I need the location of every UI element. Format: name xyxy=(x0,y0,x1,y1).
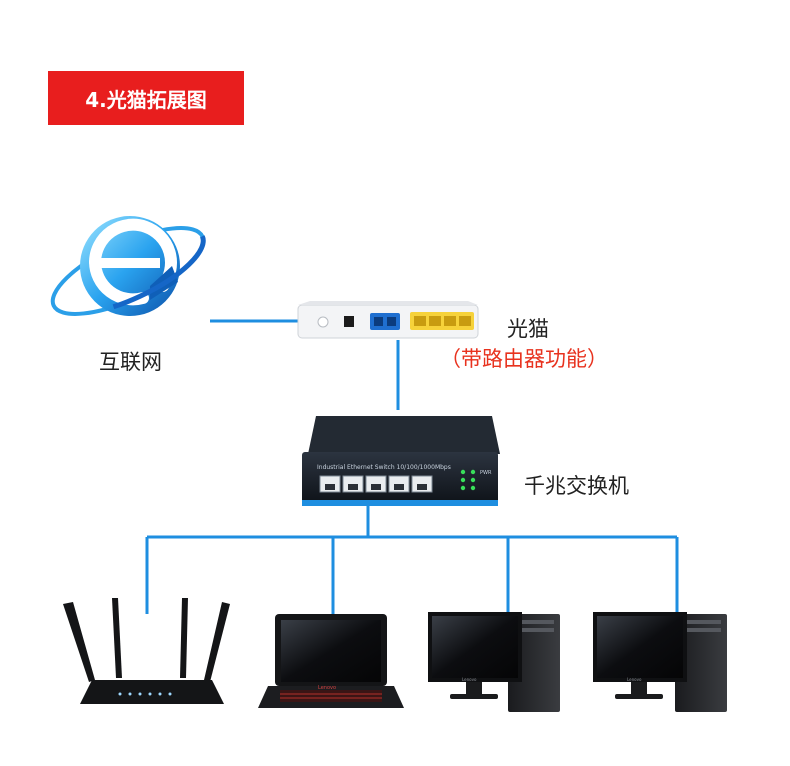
desktop-pc-icon-1: Lenovo xyxy=(428,612,560,712)
section-title: 4.光猫拓展图 xyxy=(48,71,244,125)
internet-label: 互联网 xyxy=(99,350,162,374)
internet-globe-icon xyxy=(50,216,206,317)
switch-panel-text: Industrial Ethernet Switch 10/100/1000Mb… xyxy=(317,464,451,471)
modem-sublabel: （带路由器功能） xyxy=(440,347,608,371)
laptop-icon: Lenovo xyxy=(258,614,404,708)
laptop-brand: Lenovo xyxy=(318,685,336,691)
modem-label: 光猫 xyxy=(507,317,549,341)
connection-lines xyxy=(145,319,679,614)
gigabit-switch-icon: Industrial Ethernet Switch 10/100/1000Mb… xyxy=(302,416,500,506)
optical-modem-icon xyxy=(297,301,479,339)
switch-led-label: PWR xyxy=(480,470,492,476)
monitor-brand-2: Lenovo xyxy=(627,677,642,682)
desktop-pc-icon-2: Lenovo xyxy=(593,612,727,712)
wifi-router-icon xyxy=(63,598,230,704)
monitor-brand-1: Lenovo xyxy=(462,677,477,682)
switch-label: 千兆交换机 xyxy=(524,474,629,498)
